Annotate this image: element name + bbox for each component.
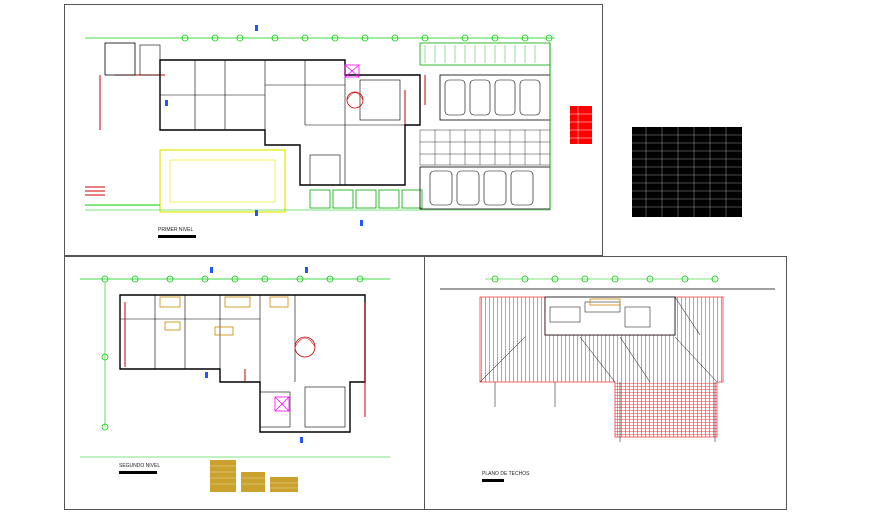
title-second-level: SEGUNDO NIVEL: [119, 463, 161, 469]
title-underline-second: [119, 471, 157, 474]
sheet-roof-plan: PLANO DE TECHOS: [424, 256, 787, 510]
second-level-plan: [80, 267, 390, 492]
first-level-plan: [85, 25, 555, 226]
title-first-level: PRIMER NIVEL: [158, 227, 194, 233]
title-roof-plan: PLANO DE TECHOS: [482, 471, 530, 477]
schedule-table: [632, 127, 742, 217]
title-underline-roof: [482, 479, 504, 482]
roof-plan: [440, 275, 775, 442]
title-underline-first: [158, 235, 196, 238]
sheet-first-level: PRIMER NIVEL: [64, 4, 603, 256]
legend-red-block: [570, 106, 592, 144]
sheet-second-level: SEGUNDO NIVEL: [64, 256, 425, 510]
